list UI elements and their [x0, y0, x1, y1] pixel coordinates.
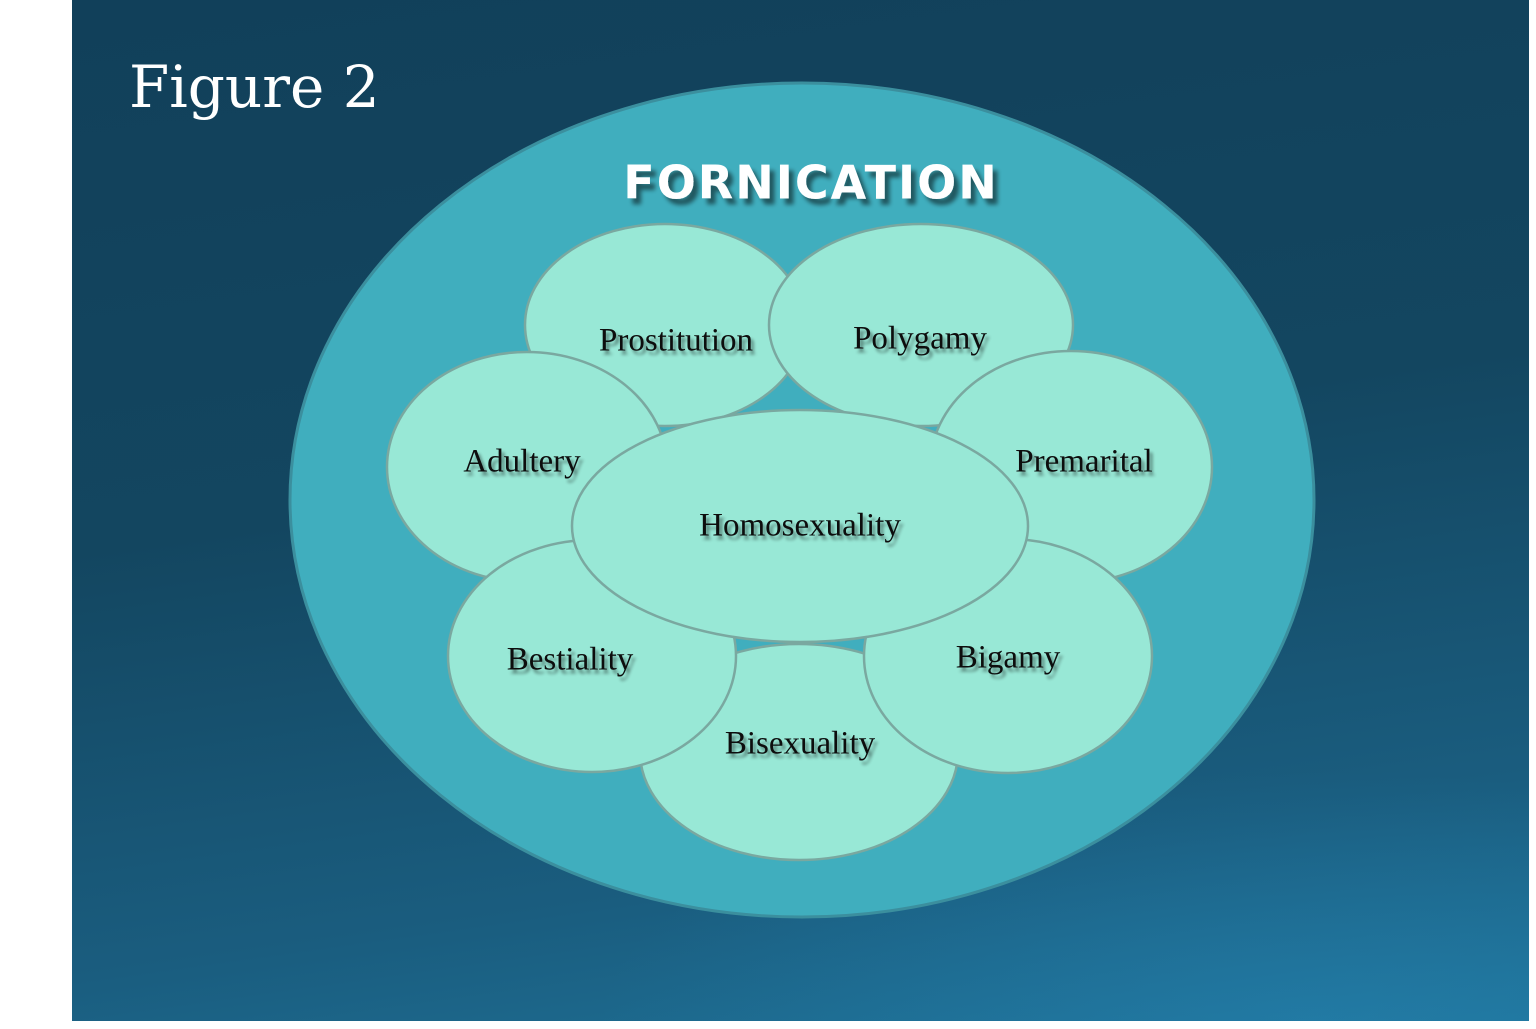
slide: Figure 2 FORNICATION	[72, 0, 1529, 1021]
homosexuality-label: Homosexuality	[699, 508, 901, 544]
bigamy-label: Bigamy	[956, 640, 1061, 676]
premarital-label: Premarital	[1015, 444, 1152, 480]
adultery-label: Adultery	[463, 444, 581, 480]
homosexuality-ellipse	[570, 408, 1030, 644]
bisexuality-label: Bisexuality	[725, 726, 876, 762]
bestiality-label: Bestiality	[507, 642, 634, 678]
figure-title: Figure 2	[129, 53, 380, 121]
fornication-label: FORNICATION	[623, 156, 998, 210]
prostitution-label: Prostitution	[599, 323, 753, 359]
polygamy-label: Polygamy	[853, 321, 987, 357]
nested-venn-diagram: FORNICATION Prostitution Polygamy Adulte…	[288, 81, 1316, 919]
